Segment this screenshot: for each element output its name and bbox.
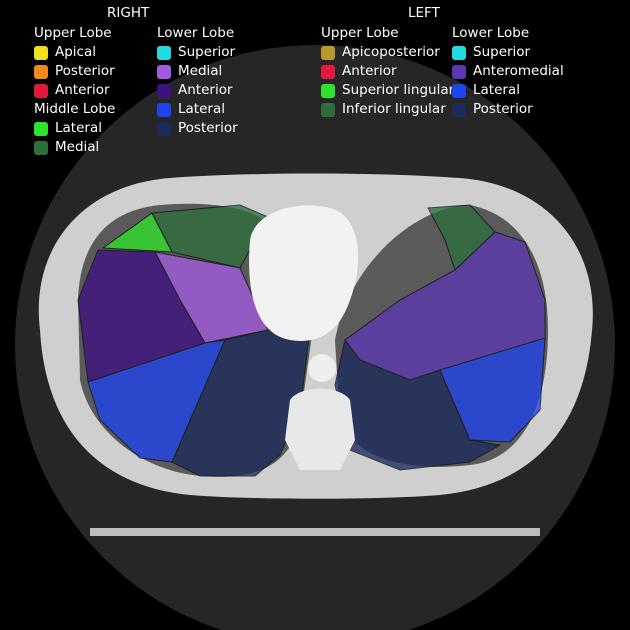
legend-group-heading: Upper Lobe xyxy=(34,25,112,41)
legend-label: Superior lingular xyxy=(342,82,455,98)
legend-label: Lateral xyxy=(178,101,225,117)
legend-item: Apical xyxy=(34,43,115,62)
legend-label: Superior xyxy=(473,44,531,60)
left-title: LEFT xyxy=(408,5,440,21)
legend-swatch xyxy=(34,121,48,136)
legend-swatch xyxy=(321,45,335,60)
legend-swatch xyxy=(452,45,466,60)
legend-swatch xyxy=(157,45,171,60)
legend-swatch xyxy=(34,140,48,155)
vertebra xyxy=(285,388,355,470)
aorta xyxy=(308,354,336,382)
legend-label: Anterior xyxy=(342,63,397,79)
legend-item: Medial xyxy=(34,138,115,157)
legend-swatch xyxy=(321,64,335,79)
legend-swatch xyxy=(157,83,171,98)
legend-item: Medial xyxy=(157,62,238,81)
legend-group-heading: Upper Lobe xyxy=(321,25,399,41)
legend-item: Superior xyxy=(157,43,238,62)
legend-item: Apicoposterior xyxy=(321,43,454,62)
legend-swatch xyxy=(452,64,466,79)
legend-label: Anterior xyxy=(178,82,233,98)
legend-item: Anteromedial xyxy=(452,62,564,81)
legend-item: Lateral xyxy=(157,100,238,119)
legend-swatch xyxy=(321,102,335,117)
segment-left-lower-lateral xyxy=(439,337,546,443)
legend-label: Apical xyxy=(55,44,97,60)
legend-label: Superior xyxy=(178,44,236,60)
legend-label: Posterior xyxy=(178,120,238,136)
legend-label: Anterior xyxy=(55,82,110,98)
legend-item: Posterior xyxy=(157,119,238,138)
legend-swatch xyxy=(321,83,335,98)
legend-label: Posterior xyxy=(55,63,115,79)
legend-item: Lateral xyxy=(34,119,115,138)
legend-label: Apicoposterior xyxy=(342,44,440,60)
legend-item: Lateral xyxy=(452,81,564,100)
legend-group-heading: Lower Lobe xyxy=(452,25,530,41)
legend-swatch xyxy=(452,83,466,98)
legend-item: Superior xyxy=(452,43,564,62)
heart xyxy=(249,205,359,341)
legend-label: Posterior xyxy=(473,101,533,117)
legend-group-heading: Lower Lobe xyxy=(157,25,235,41)
legend-item: Superior lingular xyxy=(321,81,454,100)
legend-swatch xyxy=(34,45,48,60)
legend-label: Inferior lingular xyxy=(342,101,446,117)
legend-swatch xyxy=(157,121,171,136)
legend-group-heading: Middle Lobe xyxy=(34,101,116,117)
legend-label: Medial xyxy=(55,139,100,155)
legend-swatch xyxy=(157,102,171,117)
legend-item: Posterior xyxy=(452,100,564,119)
legend-label: Lateral xyxy=(473,82,520,98)
legend-swatch xyxy=(34,64,48,79)
legend-item: Anterior xyxy=(321,62,454,81)
legend-item: Anterior xyxy=(157,81,238,100)
right-title: RIGHT xyxy=(107,5,150,21)
scanner-table xyxy=(90,528,540,536)
legend-swatch xyxy=(452,102,466,117)
legend-label: Anteromedial xyxy=(473,63,564,79)
legend-label: Lateral xyxy=(55,120,102,136)
legend-swatch xyxy=(34,83,48,98)
legend-label: Medial xyxy=(178,63,223,79)
legend-item: Inferior lingular xyxy=(321,100,454,119)
legend-item: Anterior xyxy=(34,81,115,100)
legend-item: Posterior xyxy=(34,62,115,81)
legend-swatch xyxy=(157,64,171,79)
